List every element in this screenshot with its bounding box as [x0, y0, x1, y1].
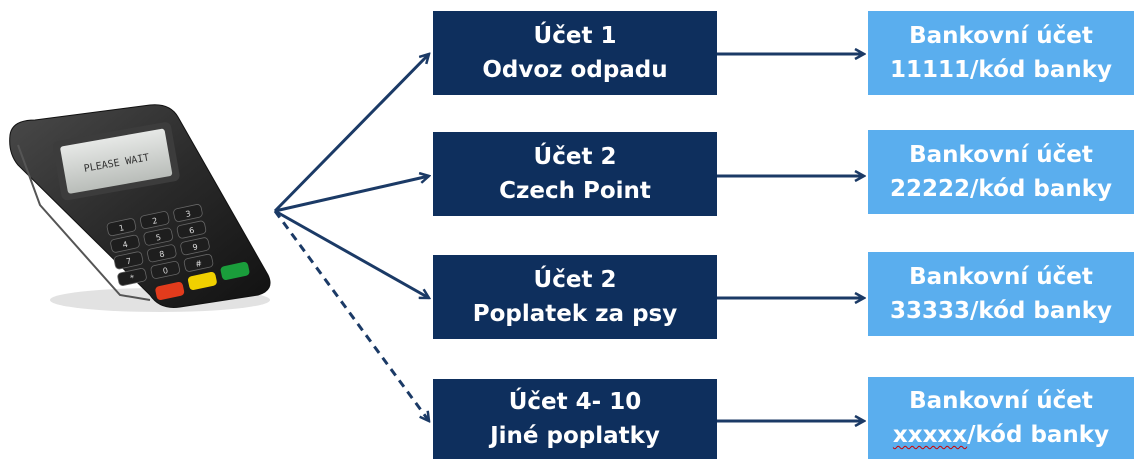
payment-terminal-image: PLEASE WAIT 1 2 3 4 5 6 7 8 9 * 0 #: [9, 104, 271, 312]
svg-text:4: 4: [122, 240, 129, 250]
svg-text:7: 7: [125, 256, 132, 266]
bank-title: Bankovní účet: [909, 388, 1093, 414]
bank-code-suffix: /kód banky: [970, 176, 1113, 202]
bank-box-4: Bankovní účet xxxxx/kód banky: [868, 377, 1134, 459]
bank-title: Bankovní účet: [909, 264, 1093, 290]
svg-text:#: #: [195, 259, 204, 269]
clear-key: [187, 271, 217, 290]
bank-number: 33333: [889, 298, 971, 324]
bank-account-number: 11111/kód banky: [890, 53, 1112, 87]
arrow-to-account-2: [274, 176, 429, 213]
account-box-3: Účet 2 Poplatek za psy: [433, 255, 717, 339]
bank-box-2: Bankovní účet 22222/kód banky: [868, 130, 1134, 214]
keypad-key: 6: [176, 220, 207, 239]
account-subtitle: Odvoz odpadu: [482, 57, 668, 83]
arrow-to-account-1: [273, 54, 429, 213]
svg-text:3: 3: [185, 209, 192, 219]
account-subtitle: Czech Point: [499, 178, 651, 204]
bank-box-3: Bankovní účet 33333/kód banky: [868, 252, 1134, 336]
keypad-key: 4: [110, 234, 140, 253]
account-title: Účet 4- 10: [508, 389, 642, 415]
svg-text:1: 1: [118, 223, 125, 233]
bank-number: 22222: [889, 176, 971, 202]
bank-code-suffix: /kód banky: [970, 298, 1113, 324]
account-subtitle: Jiné poplatky: [490, 423, 660, 449]
account-subtitle: Poplatek za psy: [472, 301, 678, 327]
terminal-screen: PLEASE WAIT: [52, 122, 180, 201]
svg-text:6: 6: [188, 226, 195, 236]
keypad-key: 9: [180, 237, 210, 256]
account-title: Účet 2: [533, 144, 617, 170]
keypad-key: 2: [139, 211, 170, 229]
bank-title: Bankovní účet: [909, 23, 1093, 49]
keypad-key: #: [183, 253, 214, 272]
bank-number: 11111: [889, 57, 971, 83]
svg-text:2: 2: [151, 216, 158, 226]
bank-code-suffix: /kód banky: [970, 57, 1113, 83]
svg-text:5: 5: [155, 233, 162, 243]
bank-account-number: 22222/kód banky: [890, 172, 1112, 206]
cancel-key: [155, 281, 185, 300]
keypad-key: 5: [143, 227, 173, 246]
bank-number-placeholder: xxxxx: [892, 422, 968, 448]
account-title: Účet 1: [533, 23, 617, 49]
keypad-key: 3: [173, 204, 203, 222]
keypad-key: 1: [106, 218, 137, 237]
svg-text:8: 8: [159, 249, 166, 259]
arrow-to-account-3: [274, 209, 429, 300]
terminal-keypad: 1 2 3 4 5 6 7 8 9 * 0 #: [106, 204, 250, 300]
account-box-2: Účet 2 Czech Point: [433, 132, 717, 216]
account-box-4: Účet 4- 10 Jiné poplatky: [433, 379, 717, 459]
bank-account-number: xxxxx/kód banky: [893, 418, 1109, 452]
keypad-key: 0: [150, 261, 181, 279]
bank-account-number: 33333/kód banky: [890, 294, 1112, 328]
svg-text:*: *: [129, 273, 135, 283]
enter-key: [220, 261, 250, 280]
keypad-key: 8: [147, 244, 177, 263]
svg-text:9: 9: [192, 242, 199, 252]
bank-code-suffix: /kód banky: [967, 422, 1110, 448]
bank-box-1: Bankovní účet 11111/kód banky: [868, 11, 1134, 95]
keypad-key: 7: [113, 251, 144, 270]
svg-text:0: 0: [162, 266, 169, 276]
account-title: Účet 2: [533, 267, 617, 293]
keypad-key: *: [117, 268, 147, 286]
bank-title: Bankovní účet: [909, 142, 1093, 168]
account-box-1: Účet 1 Odvoz odpadu: [433, 11, 717, 95]
arrow-to-account-4-dashed: [273, 210, 429, 421]
